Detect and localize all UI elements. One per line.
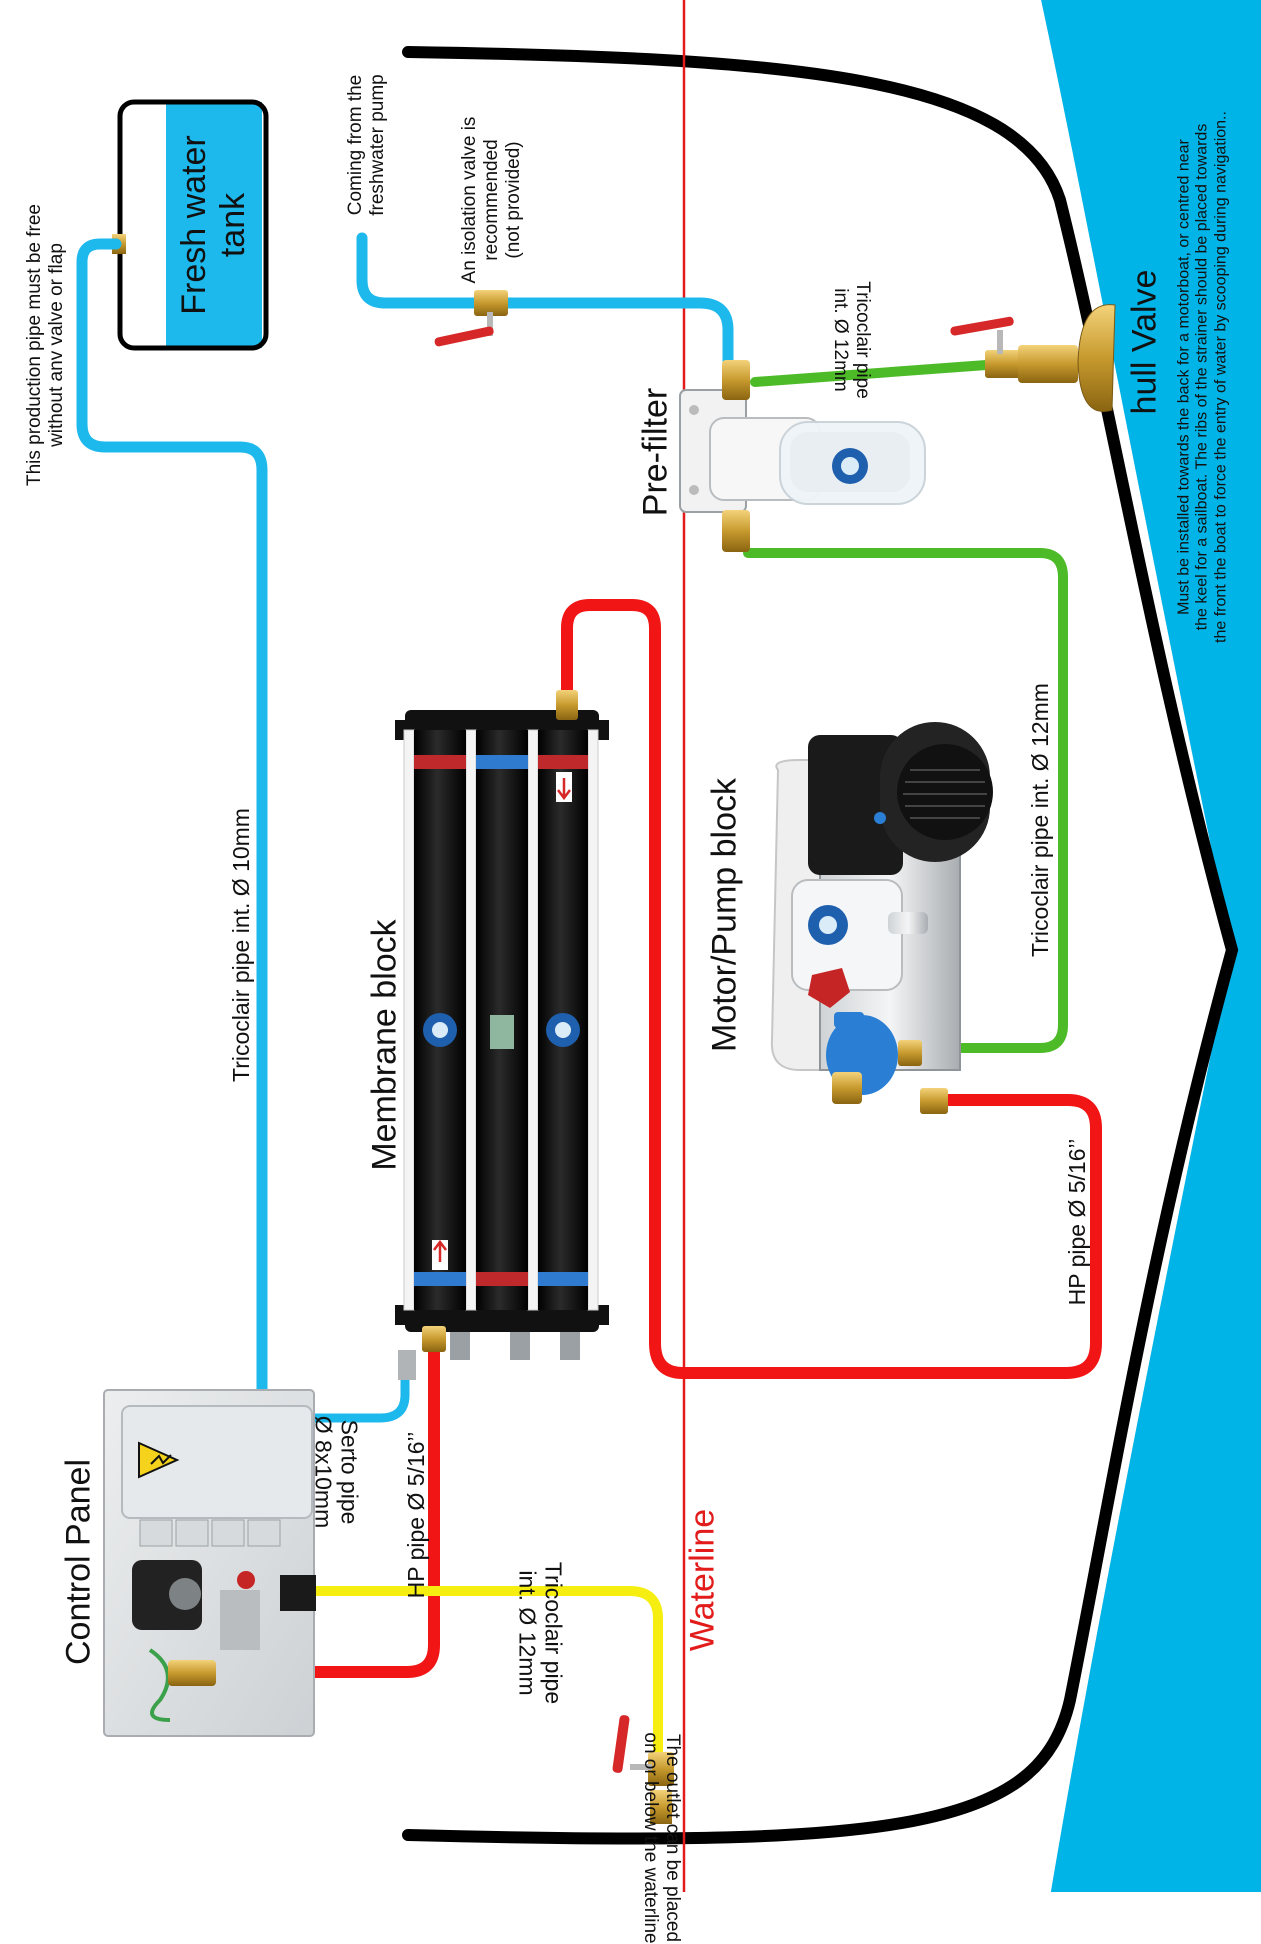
hp-pipe-right-label: HP pipe Ø 5/16’’ [1063,1138,1090,1306]
isolation-valve-note: An isolation valve is recommended (not p… [459,116,524,284]
isolation-valve [434,290,508,347]
hull-valve-label: hull Valve [1125,269,1164,415]
hull-valve-strainer [1077,304,1116,412]
control-panel-unit [103,1389,316,1737]
membrane-block-label: Membrane block [365,919,404,1171]
hull-line [402,46,1239,1845]
fresh-water-tank [117,99,269,351]
prefilter-to-pump-pipe [743,548,1068,1053]
outlet-valve [612,1715,674,1824]
freshwater-inlet-pipe [356,232,734,371]
intake-valve [950,316,1078,383]
control-panel-label: Control Panel [59,1458,98,1666]
pre-filter-label: Pre-filter [636,387,675,517]
hp-pipe-left-label: HP pipe Ø 5/16’’ [402,1431,429,1599]
prefilter-to-pump-pipe-label: Tricoclair pipe int. Ø 12mm [1026,683,1053,957]
fresh-water-tank-label: Fresh water tank [174,135,252,315]
diagram-stage: Fresh water tank This production pipe mu… [24,0,1261,1944]
membrane-block-unit [395,690,609,1380]
production-pipe-note: This production pipe must be free withou… [24,204,67,486]
serto-pipe [257,1357,410,1423]
serto-pipe-label: Serto pipe Ø 8x10mm [310,1415,363,1529]
brine-pipe [305,1586,663,1775]
brine-pipe-label: Tricoclair pipe int. Ø 12mm [514,1561,567,1705]
intake-pipe [750,359,1005,387]
tank-water-fill [166,102,262,348]
intake-pipe-label: Tricoclair pipe int. Ø 12mm [830,281,873,399]
pre-filter-unit [679,360,926,552]
motor-pump-block-label: Motor/Pump block [705,778,744,1052]
production-pipe-label: Tricoclair pipe int. Ø 10mm [227,808,254,1082]
hp-pipe-pump-to-membrane [561,599,1102,1379]
freshwater-pump-note: Coming from the freshwater pump [345,74,388,216]
motor-pump-unit [770,722,993,1114]
outlet-note: The outlet can be placed on or below the… [640,1732,683,1944]
waterline-label: Waterline [683,1508,722,1652]
diagram-canvas [76,0,1261,1892]
hull-valve-note: Must be installed towards the back for a… [1175,111,1230,643]
hp-pipe-membrane-to-panel [234,1327,440,1678]
